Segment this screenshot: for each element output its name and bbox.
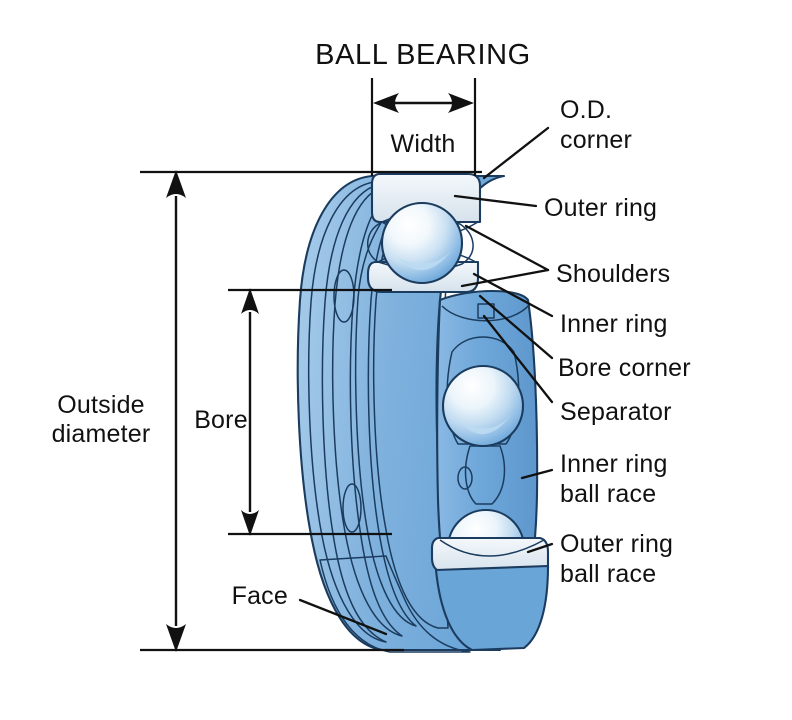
outer-ring-race-label-line2: ball race — [560, 560, 656, 588]
callout-shoulders: Shoulders — [460, 224, 670, 288]
separator-collar-left — [366, 217, 393, 267]
outer-ring-rim-highlight — [307, 181, 387, 643]
callout-face: Face — [232, 582, 388, 636]
shoulders-label: Shoulders — [556, 260, 670, 288]
outer-race-groove-bottom — [439, 539, 545, 557]
rim-lip-lower — [342, 483, 362, 533]
bore-arrow-down — [241, 510, 259, 536]
bore-arrow-up — [241, 288, 259, 314]
callout-inner-ring-ball-race: Inner ring ball race — [520, 450, 668, 508]
rim-lip-upper — [333, 269, 355, 323]
callout-outer-ring: Outer ring — [453, 194, 657, 222]
callout-inner-ring: Inner ring — [472, 272, 668, 338]
separator-label: Separator — [560, 398, 672, 426]
cage-rivet — [457, 466, 473, 490]
callout-od-corner: O.D. corner — [482, 96, 632, 180]
width-arrow-left — [373, 93, 399, 113]
dimension-bore: Bore — [194, 288, 392, 536]
bore-corner-label: Bore corner — [558, 354, 691, 382]
callout-separator: Separator — [482, 314, 672, 426]
od-label-line1: Outside — [57, 391, 145, 419]
cage-waist — [464, 445, 506, 505]
page-title: BALL BEARING — [315, 39, 531, 71]
od-label-line2: diameter — [52, 420, 151, 448]
ball-top-shadow — [398, 250, 452, 271]
face-label: Face — [232, 582, 288, 610]
od-corner-label-line2: corner — [560, 126, 632, 154]
ball-middle-shadow — [460, 414, 512, 435]
bore-label: Bore — [194, 406, 248, 434]
inner-ring-race-label-line2: ball race — [560, 480, 656, 508]
od-arrow-up — [166, 170, 186, 198]
outer-ring-label: Outer ring — [544, 194, 657, 222]
inner-ring-race-label-line1: Inner ring — [560, 450, 668, 478]
outer-ring-bottom-wall — [434, 564, 550, 652]
width-arrow-right — [448, 93, 474, 113]
dimension-outside-diameter: Outside diameter — [52, 170, 482, 652]
bearing-illustration — [296, 172, 550, 653]
ball-top — [380, 201, 464, 285]
od-corner-label-line1: O.D. — [560, 96, 612, 124]
width-label: Width — [391, 130, 456, 158]
bottom-rim-sweep — [319, 555, 471, 653]
dimension-width: Width — [370, 78, 477, 176]
bottom-rim-band — [319, 555, 471, 653]
separator-post-top — [477, 303, 495, 319]
inner-ring-label: Inner ring — [560, 310, 668, 338]
callout-outer-ring-ball-race: Outer ring ball race — [526, 530, 673, 588]
od-arrow-down — [166, 624, 186, 652]
callout-bore-corner: Bore corner — [478, 294, 691, 382]
outer-ring-bottom-face — [434, 564, 550, 652]
separator-collar-right — [449, 221, 474, 269]
top-ball-assembly — [366, 201, 474, 285]
outer-ring-race-label-line1: Outer ring — [560, 530, 673, 558]
